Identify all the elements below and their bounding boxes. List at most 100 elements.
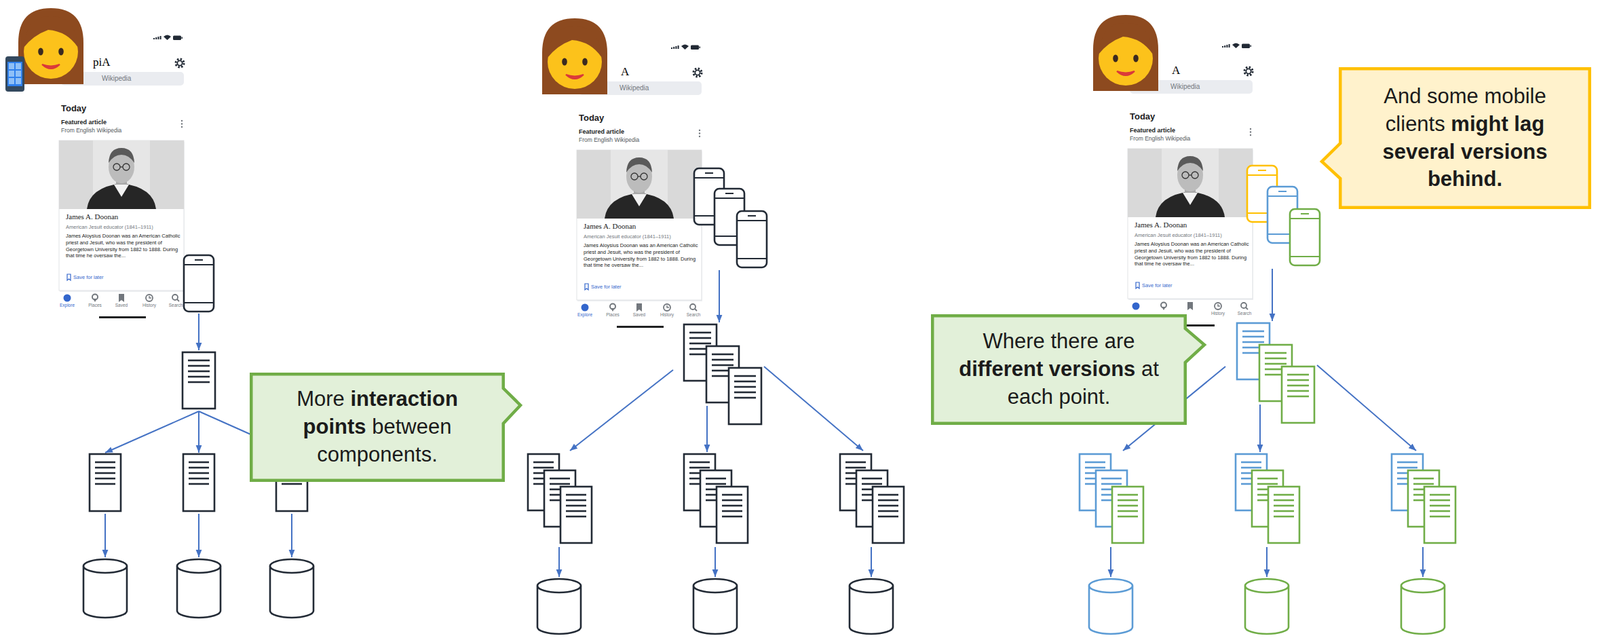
server-line [1264, 363, 1287, 366]
gear-icon [693, 68, 702, 77]
server-outline [1281, 366, 1315, 423]
callout-text: Where there are different versions at ea… [947, 327, 1171, 412]
tab-icon [694, 308, 697, 311]
server-line [94, 472, 116, 475]
tab-icon [1132, 302, 1140, 311]
card-source: From English Wikipedia [1129, 135, 1191, 142]
save-link: Save for later [73, 274, 104, 281]
server-line [1242, 341, 1265, 344]
server-line [533, 466, 554, 469]
flow-arrow [198, 411, 200, 453]
database-cylinder [1089, 578, 1133, 634]
battery-nub [181, 37, 184, 40]
menu-dot [1249, 128, 1252, 130]
phone-screen-edge [183, 263, 214, 266]
tab-underline [616, 325, 664, 328]
menu-dot [698, 132, 701, 134]
server-line [721, 493, 743, 497]
phone-speaker [725, 192, 734, 195]
server-line [734, 380, 756, 383]
server-line [878, 499, 899, 502]
phone-tile [8, 70, 15, 77]
tab-icon [1161, 306, 1166, 311]
server-line [689, 331, 712, 334]
wifi-icon [163, 35, 171, 41]
section-heading: Today [1129, 111, 1155, 123]
photo-collar [631, 194, 647, 207]
signal-bar [671, 47, 673, 49]
cylinder-top [270, 559, 314, 573]
tab-icon [172, 294, 178, 300]
callout-shape [932, 315, 1205, 424]
photo-hair [626, 157, 653, 173]
server-line [721, 510, 743, 513]
emoji-eye [561, 58, 568, 66]
server-line [1273, 493, 1294, 497]
emoji-eye [1133, 54, 1139, 63]
callout-box: Where there are different versions at ea… [930, 314, 1187, 425]
server-line [94, 461, 116, 464]
phone-screen-edge [1247, 174, 1278, 176]
server-line [861, 483, 883, 486]
search-placeholder: Wikipedia [619, 84, 649, 93]
emoji-hair [18, 8, 84, 85]
article-extract: James Aloysius Doonan was an American Ca… [1134, 240, 1250, 268]
card [59, 140, 184, 291]
database-cylinder [537, 578, 581, 634]
flow-arrow [198, 513, 200, 558]
server-line [705, 477, 727, 480]
server-line [188, 472, 209, 475]
emphasis: interaction points [303, 386, 459, 439]
flow-arrow [1266, 546, 1268, 577]
photo-hair [108, 147, 135, 163]
server-line [1101, 477, 1122, 480]
flow-arrow [104, 513, 106, 558]
tab-icon [690, 303, 696, 310]
server-line [711, 364, 734, 367]
article-title: James A. Doonan [583, 221, 636, 231]
search-placeholder: Wikipedia [1170, 82, 1200, 91]
phone-icon [1289, 208, 1320, 266]
server-line [1413, 477, 1434, 480]
cylinder-body [83, 565, 127, 618]
phone-tile [15, 78, 22, 85]
server-outline [183, 453, 215, 511]
cylinder-body [270, 565, 314, 618]
server-outline [728, 367, 762, 425]
server-line [187, 381, 210, 384]
tab-icon [145, 294, 153, 302]
server-outline [716, 486, 748, 543]
server-line [565, 504, 587, 507]
bookmark-icon [1135, 282, 1140, 289]
server-line [1241, 466, 1262, 469]
card-kicker: Featured article [578, 128, 625, 136]
menu-dot [698, 129, 701, 131]
server-line [565, 515, 587, 518]
server-line [187, 365, 210, 368]
tab-label: Search [1237, 310, 1252, 317]
server-line [1429, 499, 1451, 502]
server-outline [89, 453, 121, 511]
server-outline [1424, 486, 1456, 543]
tab-icon [663, 303, 671, 311]
server-line [878, 493, 899, 497]
phone-icon [736, 211, 767, 268]
server-line [1287, 373, 1309, 376]
server-line [1084, 461, 1106, 464]
tab-label: Search [686, 312, 701, 318]
card [1127, 148, 1253, 299]
photo-glasses [1188, 174, 1192, 176]
gear-icon [1244, 67, 1253, 76]
server-line [878, 510, 899, 513]
small-phone-icon [5, 56, 25, 92]
signal-bar [157, 36, 159, 40]
flow-arrow [291, 513, 293, 558]
server-outline [560, 486, 592, 543]
phone-tile [8, 63, 15, 70]
flow-arrow [105, 411, 199, 453]
emphasis: different versions [958, 356, 1136, 381]
tab-label: Search [168, 302, 184, 309]
server-line [1241, 461, 1262, 464]
callout-text: And some mobile clients might lag severa… [1355, 82, 1575, 195]
server-icon [728, 367, 762, 425]
